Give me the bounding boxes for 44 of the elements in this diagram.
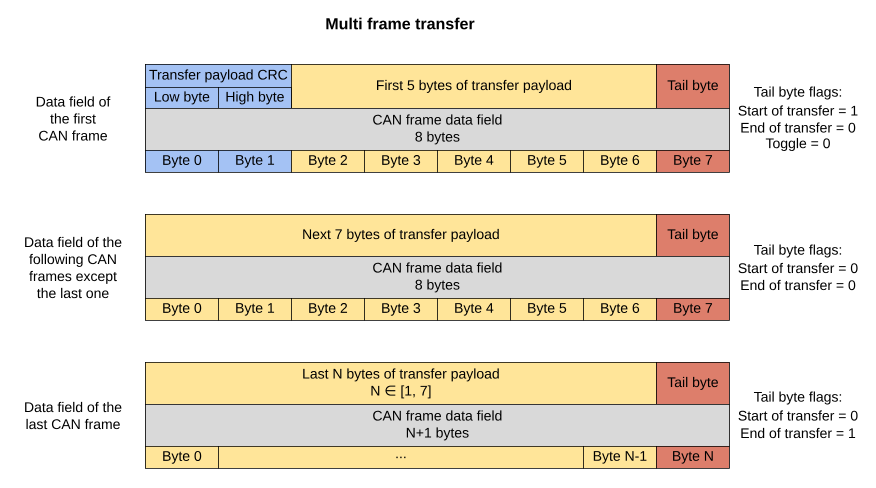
field-cell: First 5 bytes of transfer payload: [291, 64, 657, 109]
field-cell: CAN frame data field 8 bytes: [145, 108, 730, 151]
title: Multi frame transfer: [326, 18, 474, 30]
byte-cell: Byte 3: [364, 150, 438, 173]
field-cell: Tail byte: [656, 362, 730, 405]
flags-note: End of transfer = 0: [741, 280, 856, 290]
field-cell: Next 7 bytes of transfer payload: [145, 214, 657, 257]
byte-cell: Byte 6: [583, 298, 657, 321]
field-cell: Low byte: [145, 87, 219, 109]
flags-note: Start of transfer = 0: [738, 262, 858, 274]
flags-note: Start of transfer = 1: [738, 105, 858, 116]
byte-cell: Byte 5: [510, 150, 584, 173]
byte-cell: Byte 4: [437, 150, 511, 173]
byte-cell: Byte 1: [218, 298, 292, 321]
field-cell: Tail byte: [656, 64, 730, 109]
byte-cell: Byte 0: [145, 298, 219, 321]
field-cell: High byte: [218, 87, 292, 109]
byte-cell: Byte 0: [145, 446, 219, 469]
byte-cell: Byte 3: [364, 298, 438, 321]
field-cell: CAN frame data field N+1 bytes: [145, 404, 730, 447]
field-cell: Tail byte: [656, 214, 730, 257]
flags-note: Tail byte flags:: [754, 86, 842, 100]
byte-cell: Byte 7: [656, 150, 730, 173]
field-cell: Last N bytes of transfer payload N ∈ [1, 7]: [145, 362, 657, 405]
flags-note: End of transfer = 1: [741, 428, 856, 438]
byte-cell: Byte 4: [437, 298, 511, 321]
byte-cell: Byte 6: [583, 150, 657, 173]
field-cell: CAN frame data field 8 bytes: [145, 256, 730, 299]
byte-cell: Byte 7: [656, 298, 730, 321]
flags-note: End of transfer = 0: [741, 122, 856, 133]
byte-cell: Byte 1: [218, 150, 292, 173]
frame-caption: Data field of the last CAN frame: [25, 402, 122, 430]
byte-cell: Byte 0: [145, 150, 219, 173]
flags-note: Toggle = 0: [766, 138, 830, 152]
flags-note: Start of transfer = 0: [738, 410, 858, 421]
flags-note: Tail byte flags:: [754, 244, 842, 258]
byte-cell: Byte N: [656, 446, 730, 469]
frame-caption: Data field of the first CAN frame: [36, 96, 110, 141]
byte-cell: Byte N-1: [583, 446, 657, 469]
byte-cell: Byte 2: [291, 298, 365, 321]
frame-caption: Data field of the following CAN frames except the last one: [25, 236, 122, 298]
byte-cell: Byte 5: [510, 298, 584, 321]
flags-note: Tail byte flags:: [754, 391, 842, 405]
byte-cell: Byte 2: [291, 150, 365, 173]
